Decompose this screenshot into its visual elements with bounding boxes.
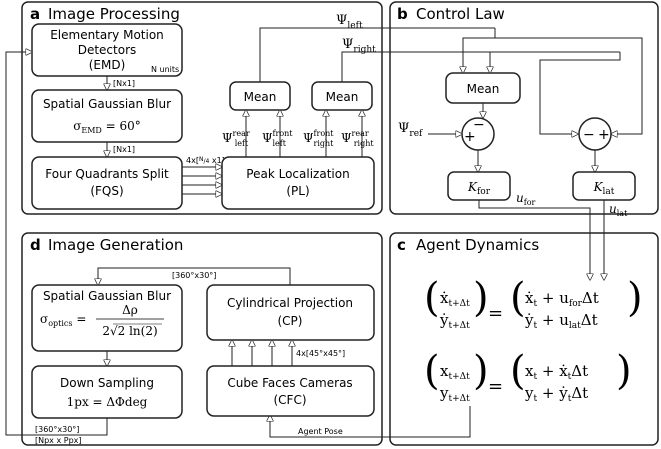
output-dim-2: [Npx x Ppx] [35,436,82,445]
pl-label-2: (PL) [286,184,309,198]
cl-mean-label: Mean [467,82,500,96]
fqs-label-2: (FQS) [90,184,123,198]
svg-text:yt + ẏtΔt: yt + ẏtΔt [524,384,588,404]
down-sampling-box [31,365,183,419]
fqs-label-1: Four Quadrants Split [45,167,169,181]
svg-text:xt + ẋtΔt: xt + ẋtΔt [525,362,588,382]
cp-label-1: Cylindrical Projection [227,296,353,310]
svg-text:(: ( [510,348,526,394]
mean-right-label: Mean [326,90,359,104]
psi-left-to-mean [463,28,496,73]
svg-text:(: ( [424,275,440,321]
velocity-equation: ( ẋt+Δt ẏt+Δt ) = ( ẋt + uforΔt ẏt + ula… [424,275,643,331]
cfc-label-1: Cube Faces Cameras [227,376,352,390]
emd-units: N units [151,65,179,74]
sum-lat-minus: − [583,127,595,143]
svg-text:xt+Δt: xt+Δt [440,362,470,382]
cfc-out-dim: 4x[45°x45°] [296,349,345,358]
u-lat-label: ulat [609,202,628,218]
output-dim-1: [360°x30°] [35,425,79,434]
svg-text:Δρ: Δρ [122,303,138,317]
down-sampling-formula: 1px = ΔΦdeg [67,395,148,409]
svg-text:): ) [473,275,489,321]
emd-out-dim: [Nx1] [113,79,135,88]
kfor-label: Kfor [467,180,491,197]
fqs-out-dim: 4x[N/4 x1] [186,156,225,165]
cfc-box [206,365,375,417]
svg-text:(: ( [424,348,440,394]
panel-d-title: Image Generation [48,236,183,254]
psi-right-line [341,51,620,82]
panel-a-title: Image Processing [48,5,180,23]
sum-for-plus: + [464,129,476,145]
cp-box [206,284,375,341]
psi-right-label: Ψright [342,37,376,55]
svg-text:ẋt+Δt: ẋt+Δt [440,289,470,309]
cfc-label-2: (CFC) [273,393,306,407]
u-for-label: ufor [516,191,536,207]
pl-label-1: Peak Localization [246,167,349,181]
svg-text:ẋt + uforΔt: ẋt + uforΔt [525,289,599,309]
cp-label-2: (CP) [278,314,303,328]
panel-c-title: Agent Dynamics [416,236,539,254]
image-feedback-arrow [5,52,108,436]
svg-text:(: ( [510,275,526,321]
psi-left-line [259,27,495,82]
sum-for-minus: − [473,117,485,133]
svg-text:): ) [473,348,489,394]
u-for-arrow [478,200,590,280]
svg-text:): ) [627,275,643,321]
panel-b-tag: b [397,5,408,23]
emd-label-3: (EMD) [89,58,126,72]
klat-label: Klat [593,180,615,197]
position-equation: ( xt+Δt yt+Δt ) = ( xt + ẋtΔt yt + ẏtΔt … [424,348,632,404]
svg-text:): ) [616,348,632,394]
panel-c-frame [389,232,659,446]
svg-text:yt+Δt: yt+Δt [439,384,470,404]
panel-d-tag: d [30,236,41,254]
cp-out-dim: [360°x30°] [172,271,216,280]
psi-ref-label: Ψref [398,121,423,139]
panel-b-title: Control Law [416,5,505,23]
emd-label-2: Detectors [78,43,137,57]
panel-c-tag: c [397,236,406,254]
sum-lat-plus: + [598,127,610,143]
emd-blur-label: Spatial Gaussian Blur [43,97,171,111]
panel-a-frame [21,1,383,215]
svg-text:ẏt+Δt: ẏt+Δt [439,311,470,331]
cp-to-blur-arrow [98,267,291,285]
agent-pose-arrow [270,406,471,438]
optics-blur-label: Spatial Gaussian Blur [43,289,171,303]
blur-out-dim: [Nx1] [113,145,135,154]
panel-d-frame [21,232,383,446]
agent-pose-label: Agent Pose [298,427,343,436]
fqs-box [31,156,183,210]
panel-a-tag: a [30,5,40,23]
psi-left-label: Ψleft [336,13,363,31]
psi-right-to-lat-sum [539,52,621,134]
pl-box [221,156,375,210]
svg-text:=: = [488,376,503,397]
panel-b-frame [389,1,659,215]
emd-label-1: Elementary Motion [50,28,164,42]
mean-left-label: Mean [244,90,277,104]
svg-text:2√2 ln(2): 2√2 ln(2) [102,324,157,338]
svg-text:=: = [488,303,503,324]
svg-text:ẏt + ulatΔt: ẏt + ulatΔt [524,311,598,331]
down-sampling-label: Down Sampling [60,376,154,390]
psi-left-to-lat-sum [495,37,643,134]
